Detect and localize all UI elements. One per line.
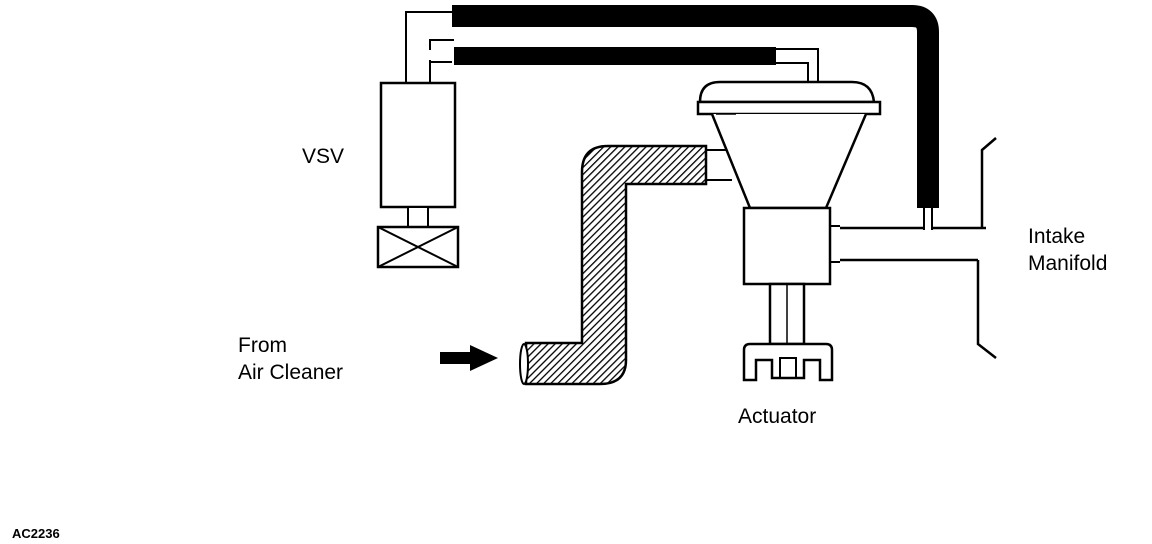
flow-arrow-icon [440, 345, 498, 371]
intake-label-line2: Manifold [1028, 252, 1108, 275]
middle-vacuum-hose [429, 39, 819, 84]
air-intake-hose [519, 144, 732, 386]
vsv-label: VSV [302, 145, 345, 168]
intake-label-line1: Intake [1028, 225, 1086, 248]
vsv-valve [376, 60, 460, 269]
from-label-line1: From [238, 334, 287, 357]
actuator-assembly [696, 80, 882, 382]
figure-code: AC2236 [12, 526, 60, 541]
actuator-label: Actuator [738, 405, 817, 428]
from-label-line2: Air Cleaner [238, 361, 344, 384]
intake-manifold [840, 137, 997, 359]
